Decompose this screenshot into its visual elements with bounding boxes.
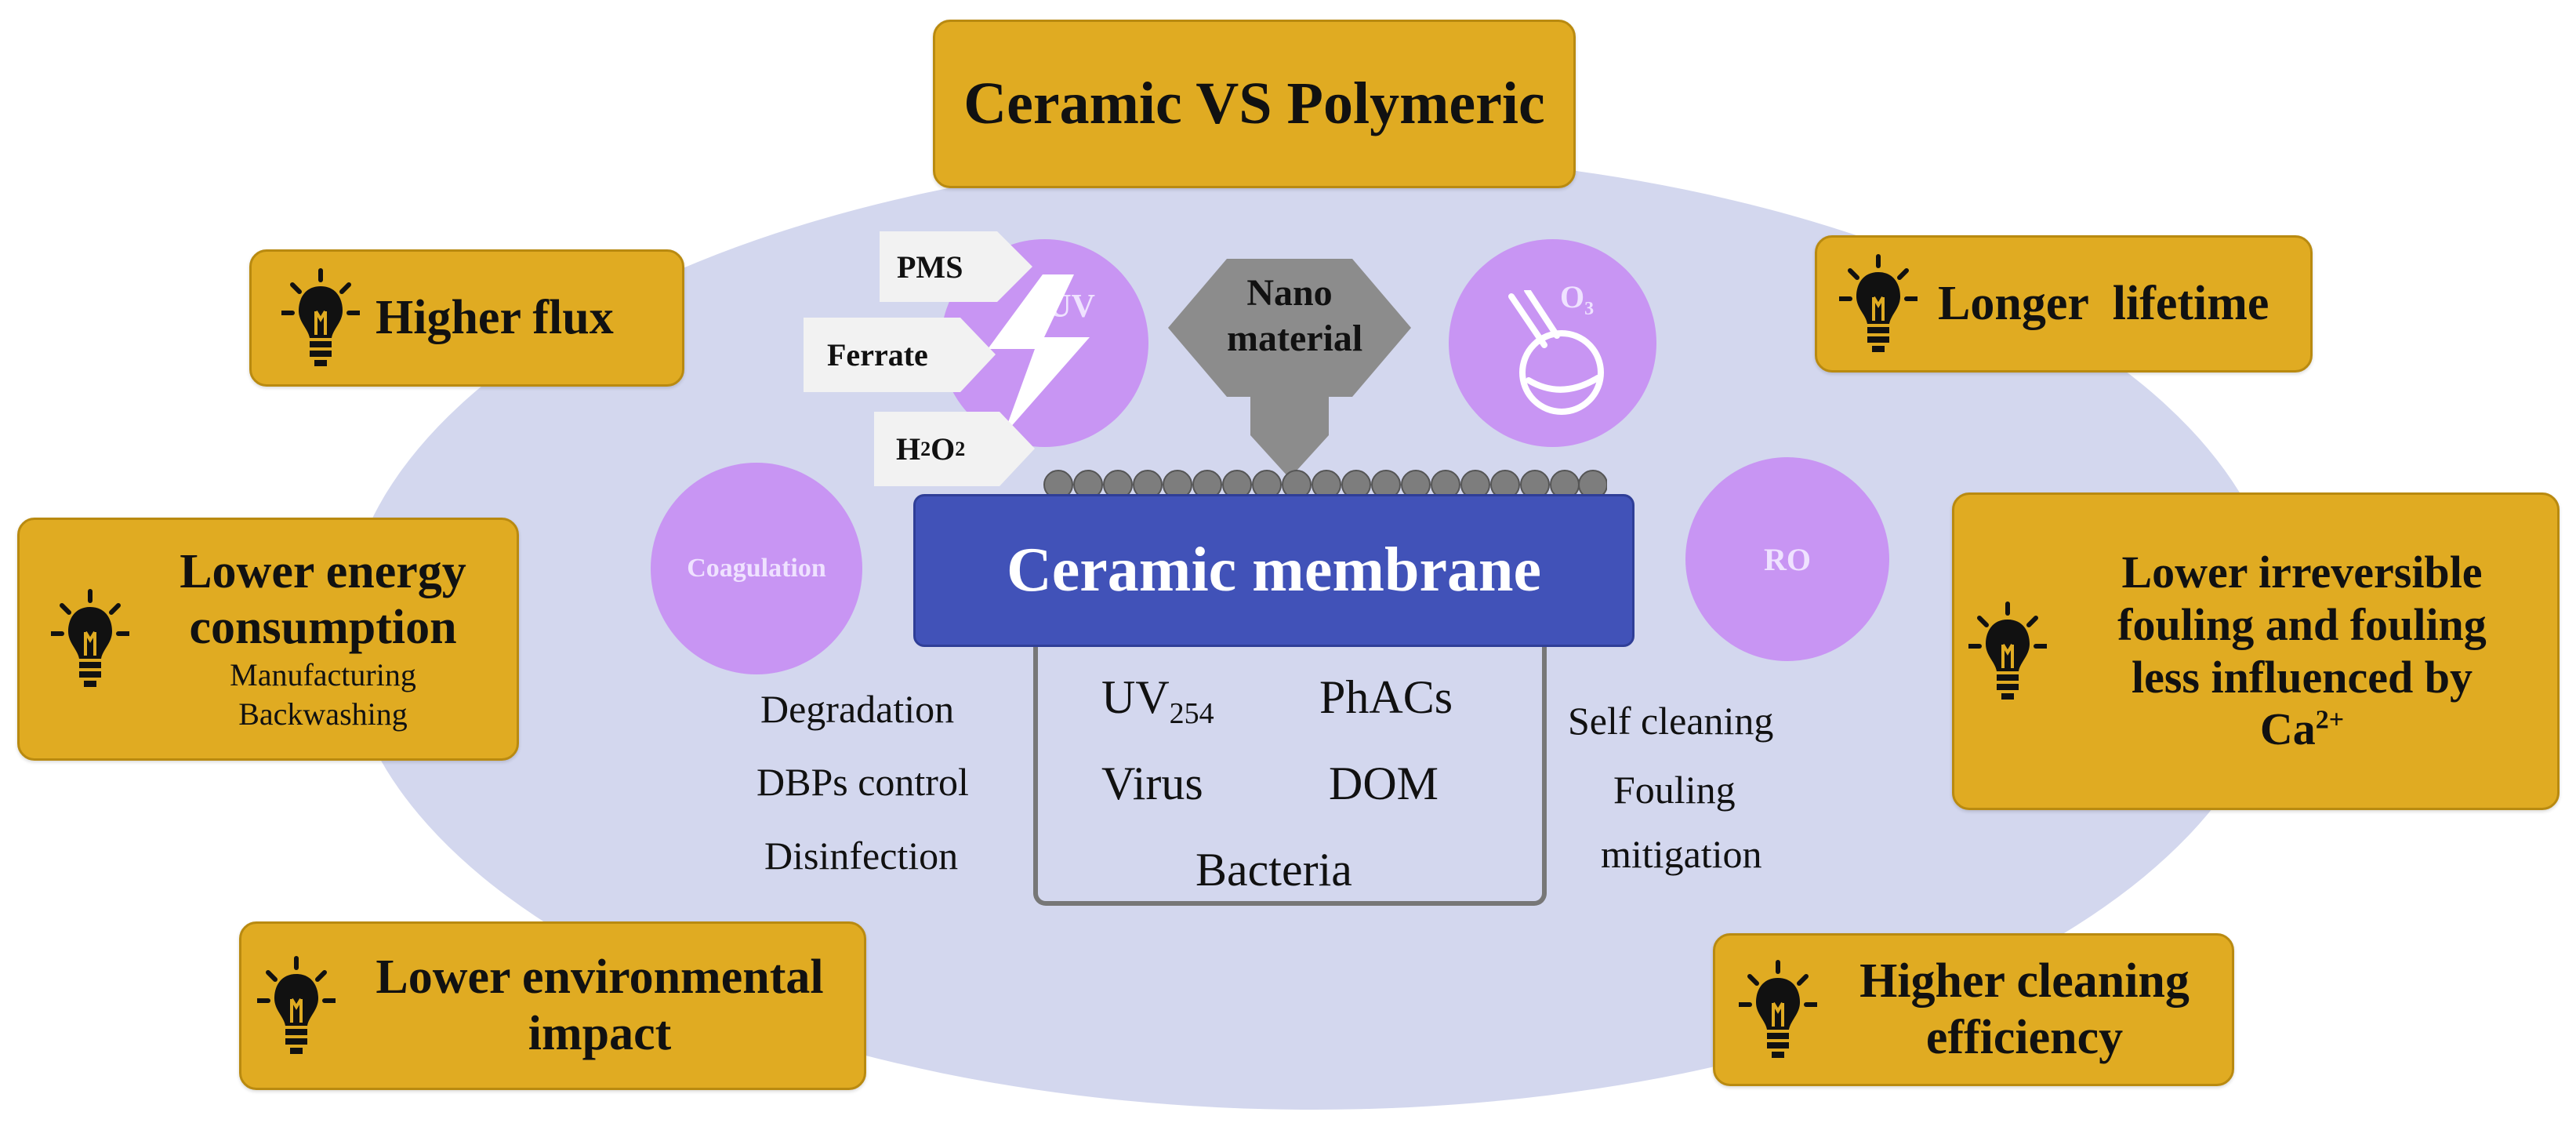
membrane-label: Ceramic membrane: [1007, 536, 1541, 605]
irrev-line4: Ca2+: [2047, 703, 2557, 756]
lightbulb-icon: [51, 588, 129, 690]
backwashing-text: Backwashing: [238, 696, 408, 732]
irrev-line3: less influenced by: [2131, 651, 2473, 703]
irrev-line1: Lower irreversible: [2121, 547, 2483, 598]
lower-energy-box: Lower energy consumption Manufacturing B…: [17, 518, 519, 761]
ferrate-arrow: [804, 318, 996, 392]
coagulation-circle: Coagulation: [651, 463, 862, 674]
ozone-sub: 3: [1584, 299, 1595, 319]
degradation-text: Degradation: [760, 687, 955, 731]
uv254-label: UV254: [1101, 671, 1214, 731]
pms-arrow: [880, 231, 1032, 302]
calcium-charge: 2+: [2315, 705, 2345, 735]
disinfection-text: Disinfection: [764, 834, 959, 878]
longer-lifetime-box: Longer lifetime: [1815, 235, 2313, 373]
lightbulb-icon: [1739, 959, 1817, 1061]
nano-line1: Nano: [1246, 272, 1333, 314]
cleaning-line1: Higher cleaning: [1859, 954, 2190, 1009]
nano-material-label: Nano material: [1227, 271, 1363, 361]
ozone-o: O: [1560, 279, 1585, 314]
title-box: Ceramic VS Polymeric: [933, 20, 1576, 188]
lower-energy-line2: consumption: [189, 601, 457, 654]
lightning-icon: [988, 274, 1090, 435]
self-cleaning-text: Self cleaning: [1568, 699, 1774, 743]
nano-material-shape: [1168, 259, 1411, 478]
dbps-control-text: DBPs control: [756, 760, 969, 804]
lower-env-line1: Lower environmental: [376, 950, 824, 1005]
ceramic-membrane: Ceramic membrane: [913, 494, 1634, 647]
lightbulb-icon: [281, 267, 360, 369]
calcium-symbol: Ca: [2259, 703, 2316, 755]
lightbulb-icon: [1839, 253, 1917, 355]
manufacturing-text: Manufacturing: [230, 657, 416, 693]
h2o2-sub1: 2: [920, 437, 931, 460]
uv254-sub: 254: [1169, 697, 1214, 730]
lightbulb-icon: [1968, 601, 2047, 703]
higher-flux-box: Higher flux: [249, 249, 684, 387]
cleaning-line2: efficiency: [1925, 1010, 2124, 1064]
h2o2-h: H: [896, 431, 921, 467]
h2o2-sub2: 2: [955, 437, 966, 460]
h2o2-arrow: [874, 412, 1035, 486]
nano-line2: material: [1227, 317, 1363, 359]
lower-energy-text: Lower energy consumption Manufacturing B…: [129, 544, 517, 735]
higher-flux-text: Higher flux: [376, 290, 614, 344]
virus-label: Virus: [1101, 758, 1203, 809]
flask-icon: [1508, 290, 1604, 415]
lower-environmental-box: Lower environmental impact: [239, 921, 866, 1090]
lower-irreversible-text: Lower irreversible fouling and fouling l…: [2047, 547, 2557, 756]
uv254-uv: UV: [1101, 671, 1170, 723]
phacs-label: PhACs: [1319, 671, 1453, 723]
ro-circle: RO: [1685, 457, 1889, 661]
irrev-line2: fouling and fouling: [2117, 598, 2487, 650]
coagulation-label: Coagulation: [687, 554, 826, 583]
pms-label: PMS: [897, 249, 963, 285]
title-text: Ceramic VS Polymeric: [963, 71, 1545, 136]
fouling-text: Fouling: [1613, 768, 1736, 812]
longer-lifetime-text: Longer lifetime: [1938, 276, 2269, 330]
lower-env-line2: impact: [528, 1006, 672, 1060]
dom-label: DOM: [1329, 758, 1439, 809]
higher-cleaning-box: Higher cleaning efficiency: [1713, 933, 2234, 1086]
lower-energy-line1: Lower energy: [180, 544, 466, 598]
mitigation-text: mitigation: [1601, 832, 1762, 876]
ferrate-label: Ferrate: [827, 337, 928, 373]
lower-environmental-text: Lower environmental impact: [336, 950, 864, 1062]
contaminant-box: [1033, 647, 1547, 906]
lower-irreversible-fouling-box: Lower irreversible fouling and fouling l…: [1952, 492, 2560, 810]
ro-label: RO: [1764, 541, 1811, 577]
ozone-label: O3: [1560, 278, 1594, 320]
lightbulb-icon: [257, 955, 336, 1057]
higher-cleaning-text: Higher cleaning efficiency: [1817, 954, 2232, 1066]
bacteria-label: Bacteria: [1195, 844, 1352, 896]
h2o2-o: O: [931, 431, 956, 467]
